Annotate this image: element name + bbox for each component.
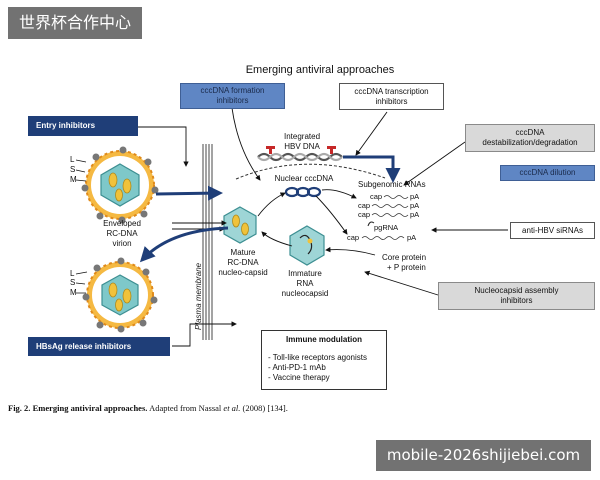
immature-nucleocapsid: [289, 225, 325, 266]
nuclear-cccdna-label: Nuclear cccDNA: [275, 174, 334, 183]
integrated-label-2: HBV DNA: [284, 142, 320, 151]
immune-item-3: - Vaccine therapy: [268, 373, 330, 382]
box-sirna-label: anti-HBV siRNAs: [522, 225, 583, 235]
box-destabilization-line1: cccDNA: [515, 128, 545, 137]
box-cccdna-dilution: cccDNA dilution: [500, 165, 595, 181]
flow-arrows: [110, 107, 508, 347]
watermark-top: 世界杯合作中心: [8, 7, 142, 39]
box-entry-label: Entry inhibitors: [36, 121, 96, 130]
box-cccdna-transcription-line2: inhibitors: [375, 96, 408, 106]
pgrna-label: pgRNA: [374, 223, 398, 232]
label-s-top: S: [70, 165, 75, 174]
diagram-title: Emerging antiviral approaches: [246, 64, 395, 76]
mature-label-3: nucleo-capsid: [218, 268, 267, 277]
box-hbsag-release-inhibitors: HBsAg release inhibitors: [28, 337, 170, 356]
core-label-1: Core protein: [382, 253, 426, 262]
label-l-top: L: [70, 155, 75, 164]
core-label-2: + P protein: [387, 263, 426, 272]
label-s-bottom: S: [70, 278, 75, 287]
box-immune-modulation: Immune modulation - Toll-like receptors …: [261, 330, 387, 390]
box-cccdna-transcription-line1: cccDNA transcription: [354, 86, 429, 96]
integrated-label-1: Integrated: [284, 132, 320, 141]
cap-1: cap: [370, 192, 382, 201]
immune-title: Immune modulation: [286, 335, 362, 344]
box-hbsag-label: HBsAg release inhibitors: [36, 341, 132, 351]
box-cccdna-formation-inhibitors: cccDNA formation inhibitors: [180, 83, 285, 109]
box-cccdna-formation-line1: cccDNA formation: [200, 86, 265, 95]
cap-3: cap: [358, 210, 370, 219]
diagram: Emerging antiviral approaches Plasma mem…: [70, 64, 508, 347]
label-m-top: M: [70, 175, 77, 184]
cccdna-rings: [284, 186, 322, 198]
box-cccdna-transcription-inhibitors: cccDNA transcription inhibitors: [339, 83, 444, 110]
caption-etal: et al.: [223, 403, 241, 413]
enveloped-label-1: Enveloped: [103, 219, 141, 228]
nucleus-boundary: [235, 163, 386, 180]
caption-title: Emerging antiviral approaches.: [32, 403, 148, 413]
box-cccdna-formation-line2: inhibitors: [216, 96, 249, 105]
mature-label-2: RC-DNA: [227, 258, 259, 267]
caption-label: Fig. 2.: [8, 403, 31, 413]
cap-2: cap: [358, 201, 370, 210]
membrane-label: Plasma membrane: [194, 262, 203, 330]
enveloped-virion-top: [81, 146, 159, 224]
immature-label-1: Immature: [288, 269, 322, 278]
pa-4: pA: [407, 233, 416, 242]
cap-4: cap: [347, 233, 359, 242]
immune-item-2: - Anti-PD-1 mAb: [268, 363, 326, 372]
pa-3: pA: [410, 210, 419, 219]
watermark-bottom: mobile-2026shijiebei.com: [376, 440, 591, 471]
box-destabilization-line2: destabilization/degradation: [482, 138, 578, 147]
box-cccdna-destabilization: cccDNA destabilization/degradation: [465, 124, 595, 152]
mature-label-1: Mature: [231, 248, 256, 257]
immune-item-1: - Toll-like receptors agonists: [268, 353, 368, 362]
navy-arrows: [139, 155, 401, 263]
mature-nucleocapsid: [223, 206, 257, 244]
plasma-membrane: [202, 144, 213, 340]
caption-post: (2008) [134].: [242, 403, 288, 413]
box-anti-hbv-sirnas: anti-HBV siRNAs: [510, 222, 595, 239]
figure-caption: Fig. 2. Emerging antiviral approaches. A…: [8, 403, 288, 413]
subgenomic-label: Subgenomic RNAs: [358, 180, 426, 189]
pa-1: pA: [410, 192, 419, 201]
pa-2: pA: [410, 201, 419, 210]
immature-label-2: RNA: [297, 279, 315, 288]
immature-label-3: nucleocapsid: [282, 289, 329, 298]
label-m-bottom: M: [70, 288, 77, 297]
box-nucleocapsid-assembly-inhibitors: Nucleocapsid assembly inhibitors: [438, 282, 595, 310]
integrated-hbv-dna: [257, 146, 343, 162]
enveloped-label-2: RC-DNA: [106, 229, 138, 238]
box-dilution-label: cccDNA dilution: [519, 168, 576, 177]
enveloped-label-3: virion: [112, 239, 131, 248]
box-capsid-line1: Nucleocapsid assembly: [474, 286, 559, 295]
caption-pre: Adapted from Nassal: [149, 403, 222, 413]
label-l-bottom: L: [70, 269, 75, 278]
box-capsid-line2: inhibitors: [500, 296, 533, 305]
box-entry-inhibitors: Entry inhibitors: [28, 116, 138, 136]
enveloped-virion-bottom: [82, 257, 158, 333]
